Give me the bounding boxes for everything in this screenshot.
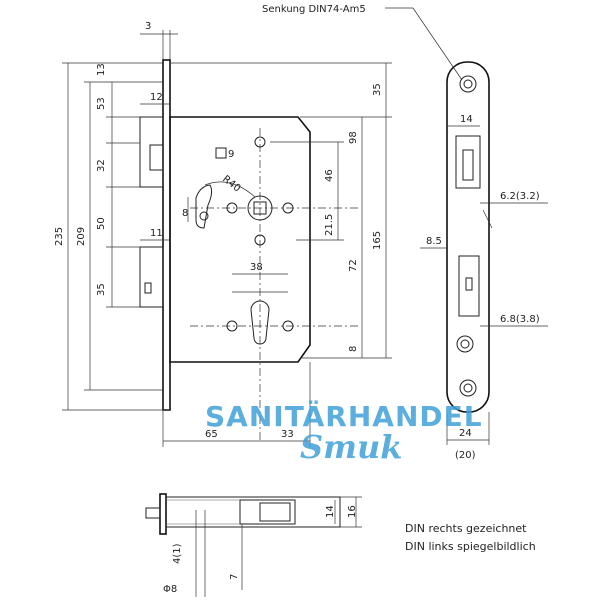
cylinder-cutout	[250, 300, 270, 345]
latch-head-side	[462, 149, 474, 181]
countersink-top-inner	[463, 79, 473, 89]
dim-8-right: 8	[348, 346, 359, 352]
square-symbol	[215, 147, 227, 159]
countersink-bottom	[459, 379, 477, 397]
dim-6-2: 6.2(3.2)	[500, 191, 540, 202]
dead-bolt-slot	[144, 282, 152, 294]
latch-top	[145, 507, 161, 519]
cylinder-hole-side-inner	[460, 339, 470, 349]
dim-24: 24	[459, 428, 472, 439]
lever-mark	[482, 209, 493, 229]
dim-65: 65	[205, 429, 218, 440]
dim-12: 12	[150, 92, 163, 103]
faceplate-side	[446, 61, 490, 413]
dim-13: 13	[96, 63, 107, 76]
radius-arc	[204, 181, 256, 198]
faceplate-top	[159, 493, 167, 535]
dim-11: 11	[150, 228, 163, 239]
dim-72: 72	[348, 259, 359, 272]
top-view	[145, 493, 362, 597]
dim-phi8: Φ8	[163, 584, 177, 595]
dim-53: 53	[96, 97, 107, 110]
dim-8-5: 8.5	[426, 236, 442, 247]
dim-7: 7	[229, 574, 240, 580]
faceplate	[162, 59, 171, 411]
countersink-top	[459, 75, 477, 93]
dead-bolt-opening	[458, 255, 480, 317]
countersink-label: Senkung DIN74-Am5	[262, 4, 366, 15]
dim-35-left: 35	[96, 283, 107, 296]
dead-bolt	[139, 246, 164, 308]
square-label: 9	[228, 149, 234, 160]
dim-6-8: 6.8(3.8)	[500, 314, 540, 325]
dim-38: 38	[250, 262, 263, 273]
lock-case	[169, 116, 311, 363]
dim-50: 50	[96, 217, 107, 230]
dimensions-bottom	[162, 273, 311, 447]
watermark-script: Smuk	[300, 428, 403, 466]
side-view	[385, 7, 548, 445]
dim-8-left: 8	[182, 208, 188, 219]
bolt-inner-top	[259, 502, 291, 522]
dim-165: 165	[372, 231, 383, 250]
dim-46: 46	[324, 169, 335, 182]
dim-16: 16	[347, 505, 358, 518]
note-right-hand: DIN rechts gezeichnet	[405, 522, 527, 535]
latch-bolt-head	[149, 144, 164, 171]
dim-21-5: 21.5	[324, 214, 335, 236]
dim-32: 32	[96, 159, 107, 172]
dimensions-right	[170, 62, 392, 359]
dead-bolt-slot-side	[465, 277, 473, 291]
dim-4-1: 4(1)	[172, 543, 183, 564]
bolt-top	[239, 499, 296, 525]
watermark-brand: SANITÄRHANDEL	[205, 400, 483, 433]
note-left-hand: DIN links spiegelbildlich	[405, 540, 536, 553]
lever-pin	[199, 211, 209, 221]
latch-opening	[455, 135, 481, 189]
countersink-bottom-inner	[463, 383, 473, 393]
leader-diagonal	[412, 7, 463, 81]
dim-14-side: 14	[460, 114, 473, 125]
case-top	[166, 496, 341, 528]
dim-3: 3	[145, 21, 151, 32]
dim-209: 209	[76, 227, 87, 246]
dim-20: (20)	[455, 450, 476, 461]
dim-35-top: 35	[372, 83, 383, 96]
dim-235: 235	[54, 227, 65, 246]
dimensions-left	[62, 30, 189, 411]
latch-bolt	[139, 116, 164, 188]
change-lever	[195, 184, 213, 229]
cylinder-hole-side	[456, 335, 474, 353]
dim-14-bottom: 14	[325, 505, 336, 518]
radius-label: R40	[220, 174, 242, 195]
dim-98: 98	[348, 131, 359, 144]
dim-33: 33	[281, 429, 294, 440]
dimension-labels: 3 13 53 12 32 50 11 35 235 209 8 35 98 4…	[54, 4, 540, 595]
